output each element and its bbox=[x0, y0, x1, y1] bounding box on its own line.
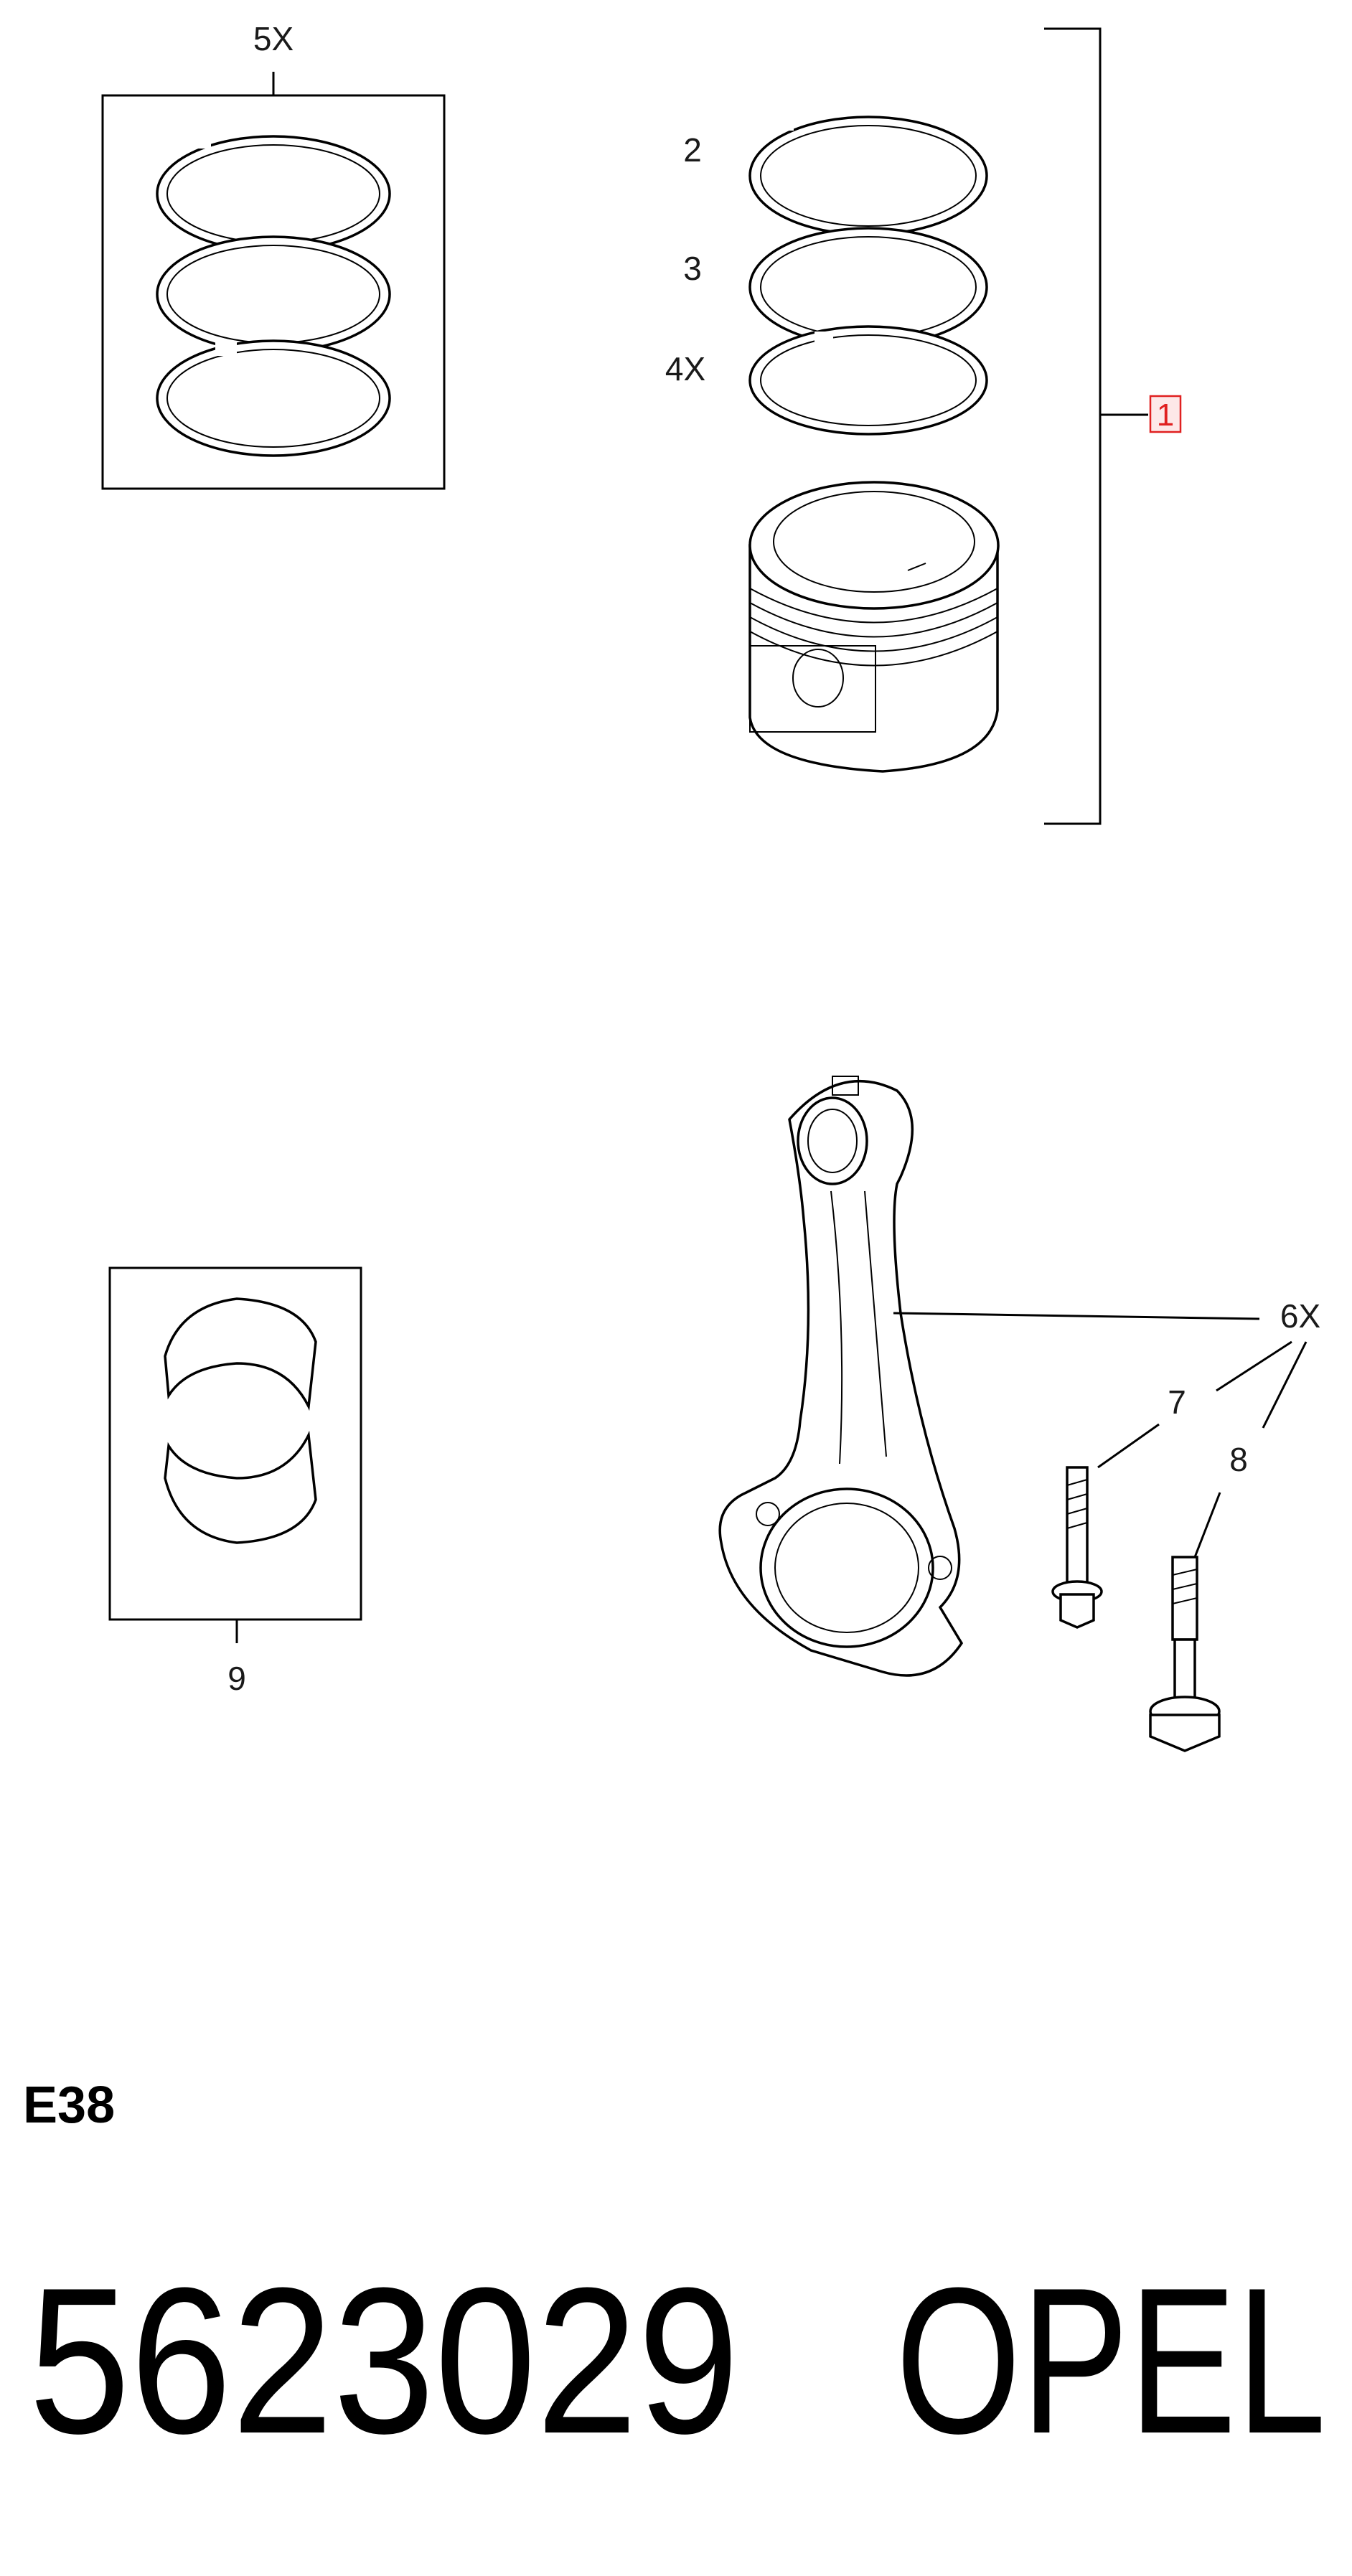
bolt-leader bbox=[1097, 1423, 1160, 1469]
ring-kit-group: 5X bbox=[101, 20, 446, 490]
conrod-callout: 6X bbox=[1280, 1297, 1320, 1335]
ring-kit-callout: 5X bbox=[253, 20, 294, 57]
part-number: 5623029 bbox=[29, 2244, 739, 2477]
ring-kit-rings bbox=[156, 133, 391, 457]
assembly-callout-box bbox=[1149, 395, 1182, 433]
bearing-shell-upper bbox=[164, 1297, 317, 1411]
brand-name: OPEL bbox=[896, 2244, 1326, 2477]
bolt bbox=[1051, 1466, 1103, 1629]
assembly-bracket bbox=[1044, 27, 1102, 825]
bearing-box bbox=[108, 1266, 362, 1621]
stud-bolt bbox=[1149, 1556, 1221, 1752]
engine-code: E38 bbox=[23, 2077, 115, 2134]
bearing-shells-group: 9 bbox=[108, 1266, 362, 1697]
stud-leader bbox=[1193, 1492, 1221, 1558]
piston-assembly-group: 2 3 4X 1 bbox=[665, 27, 1182, 825]
ring-middle-callout: 3 bbox=[683, 250, 702, 287]
bolt-group: 7 bbox=[1051, 1383, 1186, 1629]
piston-rings bbox=[748, 115, 988, 436]
conrod-leader bbox=[893, 1312, 1260, 1320]
connecting-rod-group: 6X bbox=[718, 1076, 1320, 1677]
bearing-shell-lower bbox=[164, 1430, 317, 1544]
assembly-callout: 1 bbox=[1157, 398, 1174, 433]
stud-callout: 8 bbox=[1229, 1441, 1248, 1478]
conrod-split-leader-b bbox=[1262, 1341, 1308, 1429]
piston bbox=[748, 481, 1000, 773]
stud-group: 8 bbox=[1149, 1441, 1248, 1752]
ring-top-callout: 2 bbox=[683, 131, 702, 169]
ring-oil-callout: 4X bbox=[665, 350, 705, 387]
bearing-callout: 9 bbox=[227, 1660, 246, 1697]
connecting-rod bbox=[718, 1076, 964, 1677]
conrod-split-leader-a bbox=[1216, 1340, 1292, 1392]
bolt-callout: 7 bbox=[1168, 1383, 1186, 1421]
